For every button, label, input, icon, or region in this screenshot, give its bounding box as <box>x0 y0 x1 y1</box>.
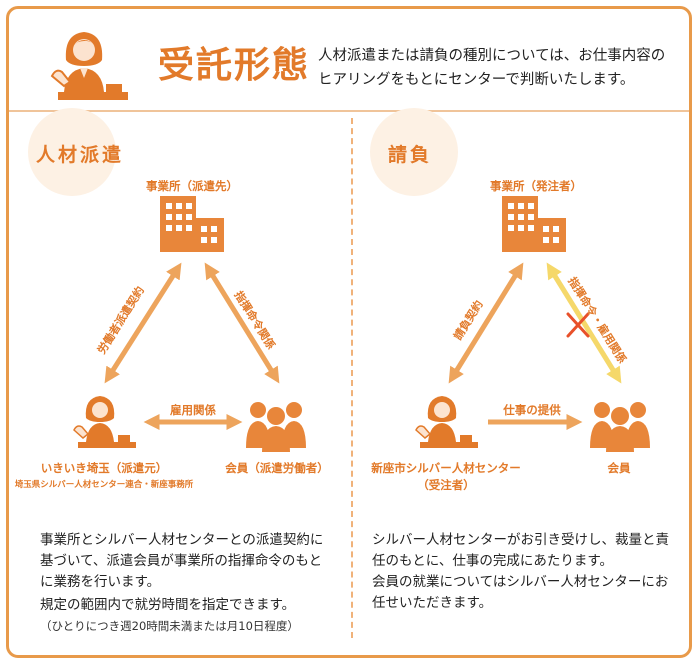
group-icon <box>590 402 650 452</box>
node-silver-center: 新座市シルバー人材センター <box>371 461 521 475</box>
person-at-desk-icon <box>415 396 478 448</box>
node-silver-center-sub: （受注者） <box>417 478 475 492</box>
building-icon <box>160 196 224 252</box>
arrow-contract <box>448 262 524 384</box>
person-at-desk-icon <box>50 32 128 100</box>
node-client-company: 事業所（派遣先） <box>146 179 238 193</box>
section-badge-right <box>370 108 458 196</box>
section-badge-left <box>28 108 116 196</box>
header-description: 人材派遣または請負の種別については、お仕事内容の ヒアリングをもとにセンターで判… <box>318 48 666 88</box>
header-divider <box>9 110 689 112</box>
section-title-haken: 人材派遣 <box>36 144 125 166</box>
cross-icon <box>566 312 590 338</box>
node-ordering-company: 事業所（発注者） <box>490 179 582 193</box>
arrow-dispatch-contract <box>104 262 182 384</box>
node-dispatch-agency-sub: 埼玉県シルバー人材センター連合・新座事務所 <box>14 480 194 490</box>
left-description: 事業所とシルバー人材センターとの派遣契約に 基づいて、派遣会員が事業所の指揮命令… <box>40 530 340 637</box>
building-icon <box>502 196 566 252</box>
header: 受託形態 人材派遣または請負の種別については、お仕事内容の ヒアリングをもとにセ… <box>6 6 692 106</box>
group-icon <box>246 402 306 452</box>
person-at-desk-icon <box>73 396 136 448</box>
arrow-command-employment-crossed <box>546 262 622 384</box>
left-note: （ひとりにつき週20時間未満または月10日程度） <box>40 619 299 633</box>
node-dispatch-agency: いきいき埼玉（派遣元） <box>40 461 168 475</box>
right-description: シルバー人材センターがお引き受けし、裁量と責 任のもとに、仕事の完成にあたります… <box>372 532 669 611</box>
node-member: 会員 <box>607 461 631 475</box>
node-dispatched-member: 会員（派遣労働者） <box>225 461 329 475</box>
label-work-provision: 仕事の提供 <box>503 403 561 417</box>
page-title: 受託形態 <box>158 45 311 86</box>
label-employment-relation: 雇用関係 <box>170 403 216 417</box>
column-divider <box>351 118 353 638</box>
arrow-command-relation <box>204 262 280 384</box>
section-title-ukeoi: 請負 <box>388 144 433 166</box>
